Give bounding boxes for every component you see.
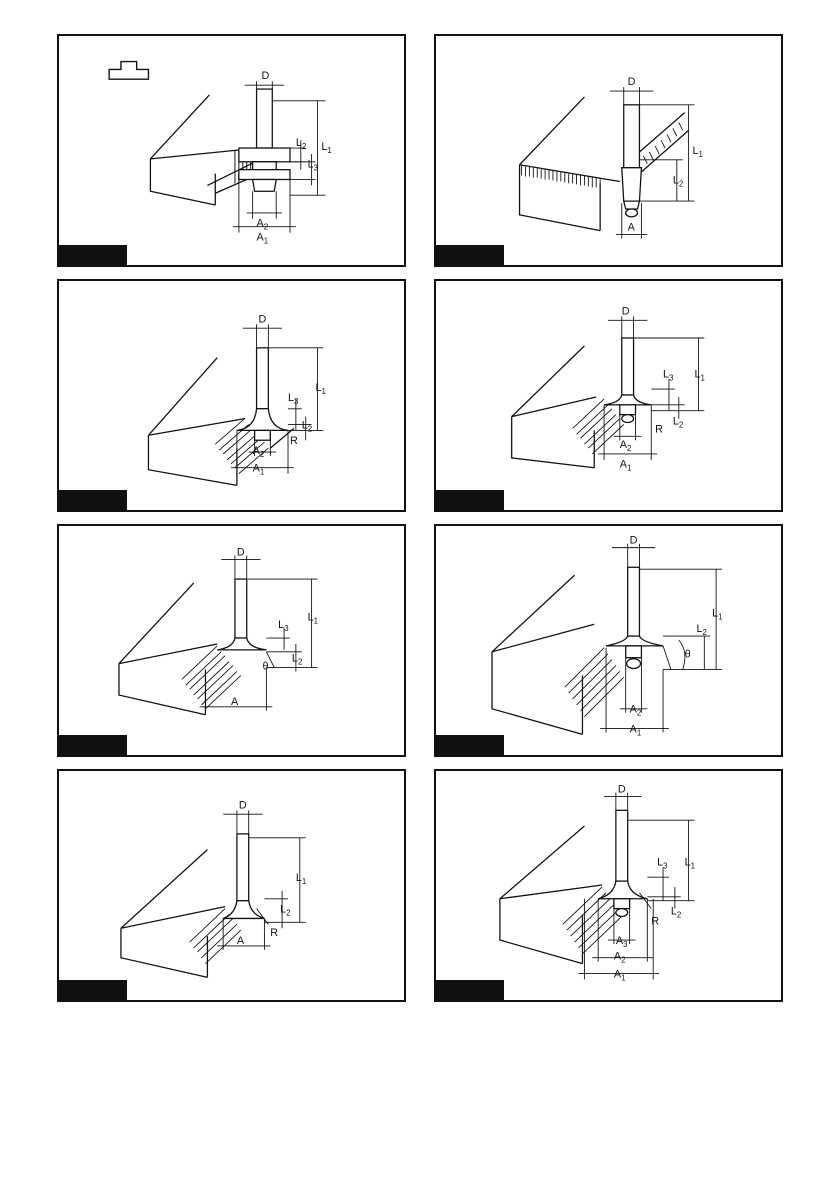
router-bit <box>598 810 647 916</box>
dim-label-d: D <box>630 535 638 547</box>
figure-number-tab <box>59 490 127 510</box>
workpiece <box>119 583 217 715</box>
figure-number-tab <box>436 735 504 755</box>
dim-label-l2: L2 <box>280 904 290 918</box>
dim-label-d: D <box>239 799 247 811</box>
dim-label-l2: L2 <box>296 137 306 151</box>
dim-label-l2: L2 <box>673 174 683 188</box>
router-bit <box>217 579 266 650</box>
dim-label-l1: L1 <box>321 141 331 155</box>
workpiece <box>121 850 225 978</box>
dim-label-a3: A3 <box>616 935 628 949</box>
dim-label-a1: A1 <box>253 463 265 477</box>
dimension-lines <box>598 316 704 459</box>
bearing-roundover-bit-diagram: D L1 L2 L3 R A3 A2 A1 <box>436 771 781 1000</box>
figure-panel-4: D L1 L2 L3 R A2 A1 <box>434 279 783 512</box>
dim-label-l2: L2 <box>292 653 302 667</box>
dim-label-l2: L2 <box>696 623 706 637</box>
dimension-lines <box>600 544 722 733</box>
dim-label-l3: L3 <box>657 856 668 870</box>
dim-label-r: R <box>655 423 663 435</box>
dim-label-l1: L1 <box>316 382 326 396</box>
figure-number-tab <box>59 980 127 1000</box>
workpiece <box>520 97 689 231</box>
figure-panel-8: D L1 L2 L3 R A3 A2 A1 <box>434 769 783 1002</box>
router-bit <box>622 105 642 217</box>
router-bit <box>223 834 264 919</box>
dim-label-l1: L1 <box>685 856 695 870</box>
figure-number-tab <box>436 980 504 1000</box>
dim-label-a2: A2 <box>614 951 626 965</box>
dim-label-l1: L1 <box>693 145 703 159</box>
router-bit <box>239 89 290 191</box>
dim-label-d: D <box>628 76 636 88</box>
dim-label-a1: A1 <box>630 723 642 737</box>
hatch-profile <box>573 399 624 454</box>
workpiece <box>492 575 594 734</box>
dim-label-a2: A2 <box>630 704 642 718</box>
dim-label-r: R <box>270 927 278 939</box>
t-slot-symbol-icon <box>109 62 148 80</box>
dim-label-a2: A2 <box>257 218 269 232</box>
dim-label-l3: L3 <box>663 368 674 382</box>
workpiece <box>500 826 602 964</box>
hatch-profile <box>565 648 624 717</box>
figure-panel-2: D L1 L2 A <box>434 34 783 267</box>
figure-number-tab <box>436 490 504 510</box>
bearing-chamfer-bit-diagram: D L1 L2 θ A2 A1 <box>436 526 781 755</box>
cove-bit-diagram: D L1 L2 L3 R A2 A1 <box>59 281 404 510</box>
dim-label-a1: A1 <box>620 459 632 473</box>
figure-panel-7: D L1 L2 R A <box>57 769 406 1002</box>
dim-label-a2: A2 <box>253 445 265 459</box>
straight-bit-diagram: D L1 L2 A <box>436 36 781 265</box>
chamfer-bit-diagram: D L1 L2 L3 θ A <box>59 526 404 755</box>
dim-label-r: R <box>651 915 659 927</box>
dim-label-l1: L1 <box>308 611 318 625</box>
dim-label-l1: L1 <box>712 607 722 621</box>
dim-label-theta: θ <box>685 649 691 661</box>
figure-panel-1: D L1 L2 L3 A2 A1 <box>57 34 406 267</box>
router-bit <box>606 567 663 668</box>
dim-label-a: A <box>628 222 636 234</box>
dim-label-l2: L2 <box>671 905 681 919</box>
dim-label-d: D <box>261 70 269 82</box>
figure-number-tab <box>59 735 127 755</box>
dimension-lines <box>217 810 305 950</box>
dim-label-a: A <box>231 696 239 708</box>
t-slot-cutter-diagram: D L1 L2 L3 A2 A1 <box>59 36 404 265</box>
dim-label-a: A <box>237 935 245 947</box>
dim-label-a1: A1 <box>614 968 626 982</box>
dim-label-theta: θ <box>262 660 268 672</box>
dim-label-l3: L3 <box>308 159 319 173</box>
figure-panel-6: D L1 L2 θ A2 A1 <box>434 524 783 757</box>
router-bit <box>237 348 288 440</box>
figure-panel-3: D L1 L2 L3 R A2 A1 <box>57 279 406 512</box>
figure-number-tab <box>59 245 127 265</box>
dim-label-a1: A1 <box>257 231 269 245</box>
bearing-cove-bit-diagram: D L1 L2 L3 R A2 A1 <box>436 281 781 510</box>
dim-label-d: D <box>618 784 626 796</box>
dim-label-d: D <box>259 313 267 325</box>
dim-label-l1: L1 <box>296 872 306 886</box>
dim-label-a2: A2 <box>620 439 632 453</box>
dim-label-d: D <box>237 546 245 558</box>
figure-number-tab <box>436 245 504 265</box>
dim-label-l1: L1 <box>694 368 704 382</box>
dim-label-r: R <box>290 435 298 447</box>
dim-label-l2: L2 <box>673 415 683 429</box>
corner-rounding-bit-diagram: D L1 L2 R A <box>59 771 404 1000</box>
dim-label-l2: L2 <box>302 419 312 433</box>
workpiece <box>512 346 597 468</box>
dim-label-d: D <box>622 305 630 317</box>
dimension-lines <box>200 555 318 710</box>
dim-label-l3: L3 <box>288 392 299 406</box>
dim-label-l3: L3 <box>278 619 289 633</box>
figure-panel-5: D L1 L2 L3 θ A <box>57 524 406 757</box>
